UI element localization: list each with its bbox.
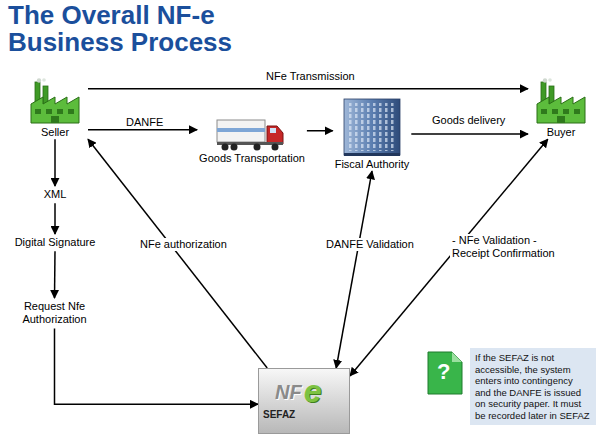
note-fold [452,352,462,362]
process-step: Request Nfe Authorization [12,298,98,328]
process-step: XML [39,186,71,203]
wheel [272,144,279,151]
edge-label: DANFE [124,116,165,129]
flow-arrow [88,88,528,90]
flow-arrow [307,130,333,132]
trailer-stripe [217,128,265,132]
note-page [428,352,462,394]
seller-node: Seller [22,76,88,139]
truck-window [270,128,276,133]
wheel [231,144,238,151]
node-text: XML [43,188,67,201]
edge-label: Goods delivery [430,114,507,127]
node-text: Digital Signature [14,236,96,249]
node-text: Request Nfe Authorization [16,300,94,326]
flow-arrow [54,203,56,234]
node-text: e [304,375,322,407]
truck-cab [267,126,283,144]
icon-symbol: ? [437,359,450,385]
flow-arrow [411,133,528,135]
contingency-note: If the SEFAZ is not accessible, the syst… [470,348,596,425]
buyer-factory-icon [537,78,585,123]
flow-arrow [336,171,372,368]
edge-label: NFe authorization [138,238,229,251]
wheel [222,144,229,151]
flow-arrow [54,251,56,298]
truck-trailer [217,120,265,142]
seller-factory-icon [31,78,79,123]
wheel [254,144,261,151]
fiscal-building-icon [344,99,400,156]
transport-node: Goods Transportation [197,116,307,165]
node-text: Fiscal Authority [333,158,412,171]
building-base [344,153,400,156]
node-text: If the SEFAZ is not accessible, the syst… [475,352,591,421]
flow-arrow [88,139,267,368]
buyer-node: Buyer [528,76,594,139]
node-text: Seller [22,126,88,139]
edge-label: NFe Transmission [264,70,357,83]
node-text: Buyer [528,126,594,139]
edge-label: - NFe Validation - Receipt Confirmation [450,234,578,260]
edge-label: DANFE Validation [324,238,416,251]
building-windows [348,103,396,151]
node-text: Goods Transportation [197,152,307,165]
building-body [344,99,400,155]
node-text: SEFAZ [263,409,349,420]
flow-arrow [55,328,259,404]
diagram-title: The Overall NF-e Business Process [8,2,278,57]
process-step: Digital Signature [10,234,100,251]
fiscal-authority-node: Fiscal Authority [333,97,412,171]
flow-arrow [54,139,56,186]
sefaz-logo-box: NFeSEFAZ [258,368,350,434]
node-text: NF [275,381,302,404]
help-note-icon [428,352,462,394]
truck-icon [217,120,283,151]
